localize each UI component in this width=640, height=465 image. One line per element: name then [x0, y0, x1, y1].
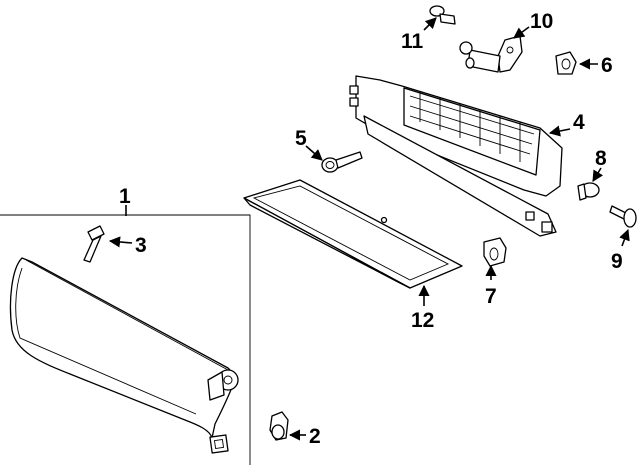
callout-10-leader: [513, 26, 530, 39]
part-11-screw: [429, 5, 456, 25]
callout-1: 1: [119, 185, 131, 208]
part-2-bumper: [269, 411, 289, 441]
part-8-bushing: [577, 182, 600, 201]
callout-9-leader: [619, 228, 630, 247]
callout-4: 4: [573, 111, 585, 134]
callout-8: 8: [595, 147, 607, 170]
callout-3: 3: [135, 234, 147, 257]
callout-2: 2: [309, 425, 321, 448]
part-10-damper: [459, 35, 523, 73]
callout-10: 10: [530, 10, 553, 33]
callout-5-leader: [305, 145, 323, 161]
callout-5: 5: [295, 127, 307, 150]
part-6-clip: [555, 51, 577, 75]
part-7-striker: [483, 237, 507, 267]
callout-4-leader: [548, 125, 571, 137]
part-3-screw: [83, 225, 105, 263]
part-5-bolt: [321, 151, 363, 173]
part-1-frame: [0, 214, 251, 465]
callout-11: 11: [401, 30, 424, 53]
part-1-glove-box-door-group: 1 3: [0, 185, 251, 465]
callout-6: 6: [601, 54, 613, 77]
part-4-housing: [349, 75, 563, 237]
part-1-clip: [209, 434, 229, 454]
glove-box-door: [9, 257, 239, 439]
part-12-liner: [243, 179, 463, 289]
part-9-pin: [609, 205, 637, 228]
callout-8-leader: [592, 167, 604, 182]
callout-3-leader: [108, 236, 133, 248]
callout-11-leader: [423, 17, 437, 31]
callout-9: 9: [611, 250, 623, 273]
callout-7: 7: [485, 285, 497, 308]
callout-12: 12: [411, 309, 434, 332]
